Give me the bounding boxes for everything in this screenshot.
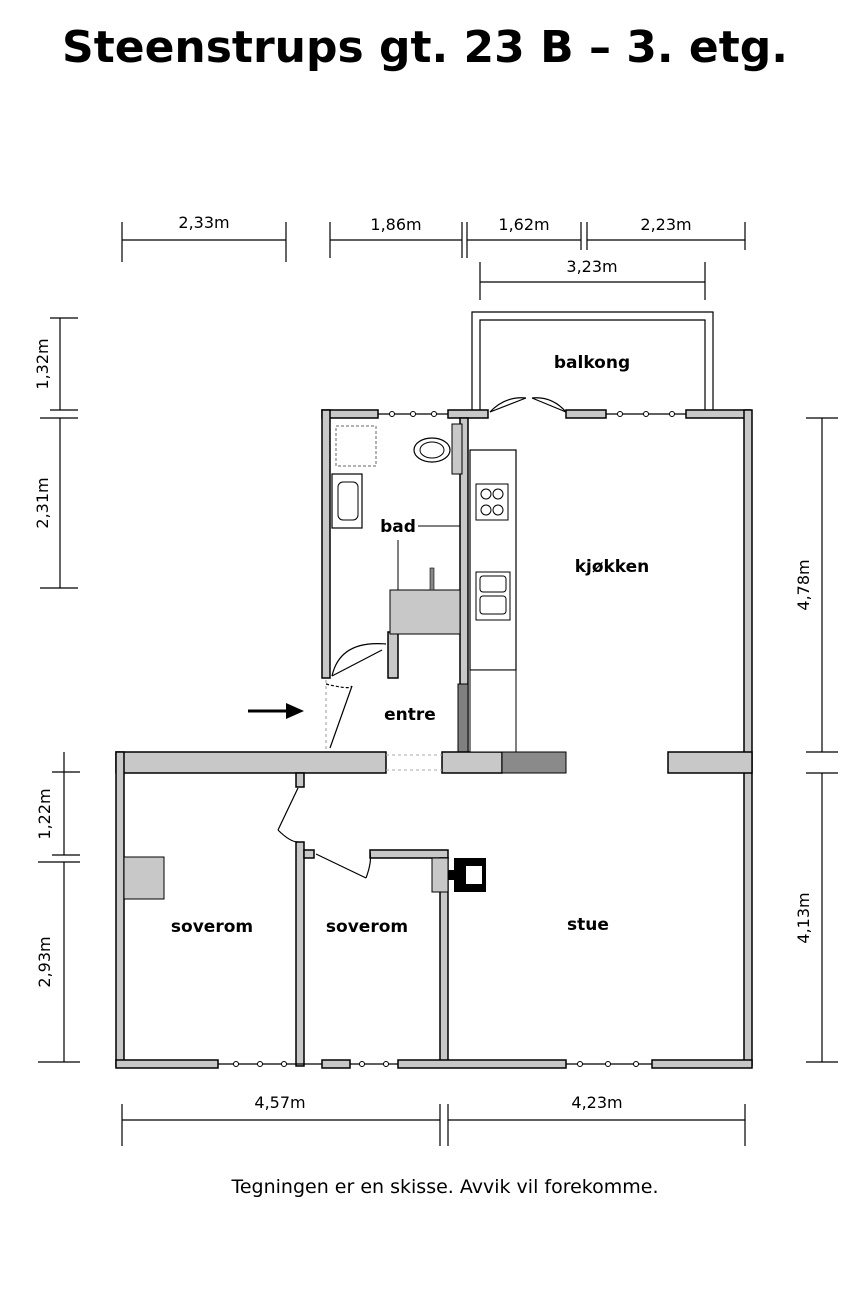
dim-bottom-1: 4,57m [254,1093,305,1112]
dim-top-1: 2,33m [178,213,229,232]
dim-top-4: 2,23m [640,215,691,234]
disclaimer-note: Tegningen er en skisse. Avvik vil foreko… [231,1176,659,1198]
dim-left-4: 2,93m [35,936,54,987]
windows [218,411,686,1067]
room-label-soverom-2: soverom [326,917,408,937]
room-label-bad: bad [380,517,416,537]
dim-top-balcony: 3,23m [566,257,617,276]
dim-left-2: 2,31m [33,477,52,528]
room-label-kjokken: kjøkken [575,557,650,577]
dim-right-1: 4,78m [794,559,813,610]
bathroom-counter-icon [389,567,461,635]
stove-icon [475,483,509,521]
shower-icon [335,425,377,467]
dim-top-3: 1,62m [498,215,549,234]
bathroom-sink-icon [331,473,363,529]
room-label-balkong: balkong [554,353,630,373]
plan-title: Steenstrups gt. 23 B – 3. etg. [62,22,788,73]
entrance-arrow-icon [248,703,304,719]
toilet-icon [413,423,463,475]
dim-left-1: 1,32m [33,338,52,389]
fireplace-icon [448,858,486,892]
dimension-lines [38,222,838,1146]
balcony-outline [471,311,714,410]
chimney-block [123,856,165,900]
dim-top-2: 1,86m [370,215,421,234]
dim-bottom-2: 4,23m [571,1093,622,1112]
room-label-stue: stue [567,915,609,935]
walls [115,409,753,1069]
room-label-soverom-1: soverom [171,917,253,937]
dim-left-3: 1,22m [35,788,54,839]
column-block [431,857,449,893]
room-label-entre: entre [384,705,436,725]
doors [277,397,567,879]
dim-right-2: 4,13m [794,892,813,943]
kitchen-sink-icon [475,571,511,621]
